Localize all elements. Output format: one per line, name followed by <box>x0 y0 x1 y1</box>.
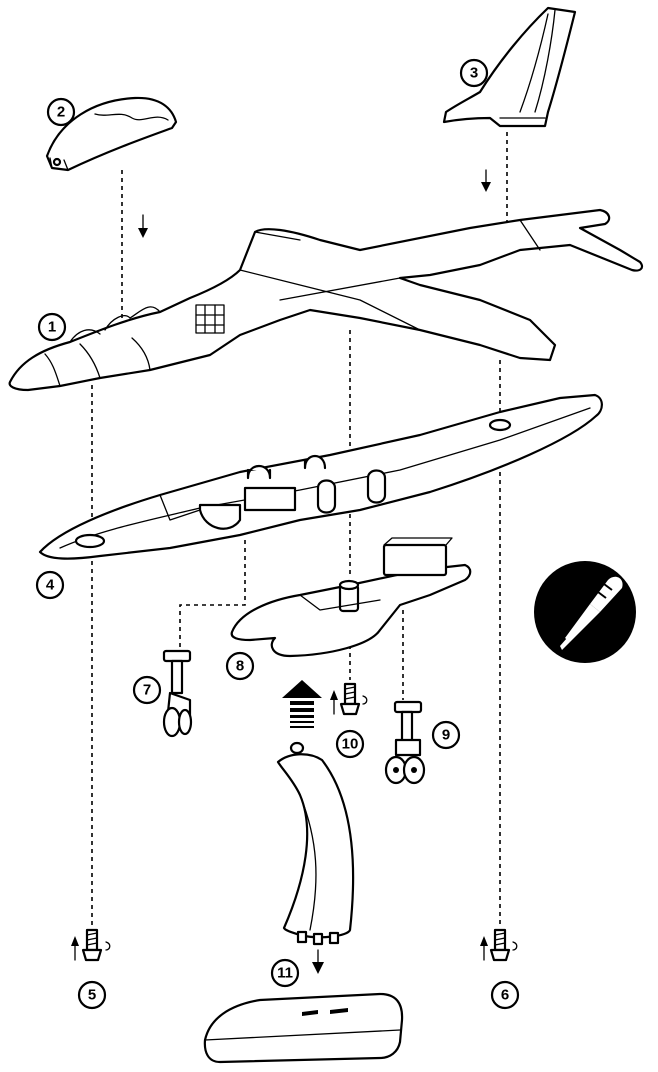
callout-4: 4 <box>35 570 65 600</box>
svg-text:7: 7 <box>143 682 151 699</box>
insert-arrow-icon <box>282 680 322 728</box>
callout-10: 10 <box>335 729 365 759</box>
svg-text:10: 10 <box>342 736 359 753</box>
svg-text:5: 5 <box>88 987 96 1004</box>
callout-1: 1 <box>37 312 67 342</box>
arrow-down-icon <box>481 182 491 192</box>
callouts: 1 2 3 4 5 6 7 8 9 10 11 <box>35 58 520 1010</box>
canopy-part <box>45 96 178 172</box>
svg-text:9: 9 <box>442 727 450 744</box>
svg-text:3: 3 <box>470 65 478 82</box>
callout-3: 3 <box>459 58 489 88</box>
screw-rear <box>480 928 518 962</box>
callout-8: 8 <box>225 651 255 681</box>
screwdriver-icon <box>534 561 636 663</box>
callout-2: 2 <box>46 97 76 127</box>
svg-text:8: 8 <box>236 658 244 675</box>
svg-text:4: 4 <box>46 577 55 594</box>
tail-fin-part <box>442 6 577 128</box>
callout-11: 11 <box>270 958 300 988</box>
svg-text:1: 1 <box>48 319 56 336</box>
callout-6: 6 <box>490 980 520 1010</box>
arrow-up-icon <box>71 936 79 946</box>
svg-text:2: 2 <box>57 104 65 121</box>
callout-5: 5 <box>77 980 107 1010</box>
arrow-down-icon <box>312 962 324 974</box>
arrow-up-icon <box>330 690 338 700</box>
direction-arrows <box>138 169 491 974</box>
nose-gear-part <box>162 649 193 738</box>
arrow-up-icon <box>480 936 488 946</box>
svg-text:11: 11 <box>277 965 293 982</box>
screw-center <box>330 682 368 716</box>
gear-bay-plate-part <box>230 537 472 658</box>
main-gear-part <box>384 700 426 785</box>
fuselage-upper-part <box>8 208 644 392</box>
fuselage-lower-part <box>38 393 603 560</box>
guide-nose-gear <box>179 540 246 650</box>
stand-part <box>203 741 404 1064</box>
callout-7: 7 <box>132 675 162 705</box>
callout-9: 9 <box>431 720 461 750</box>
arrow-down-icon <box>138 228 148 238</box>
svg-text:6: 6 <box>501 987 509 1004</box>
screw-front <box>71 928 111 962</box>
